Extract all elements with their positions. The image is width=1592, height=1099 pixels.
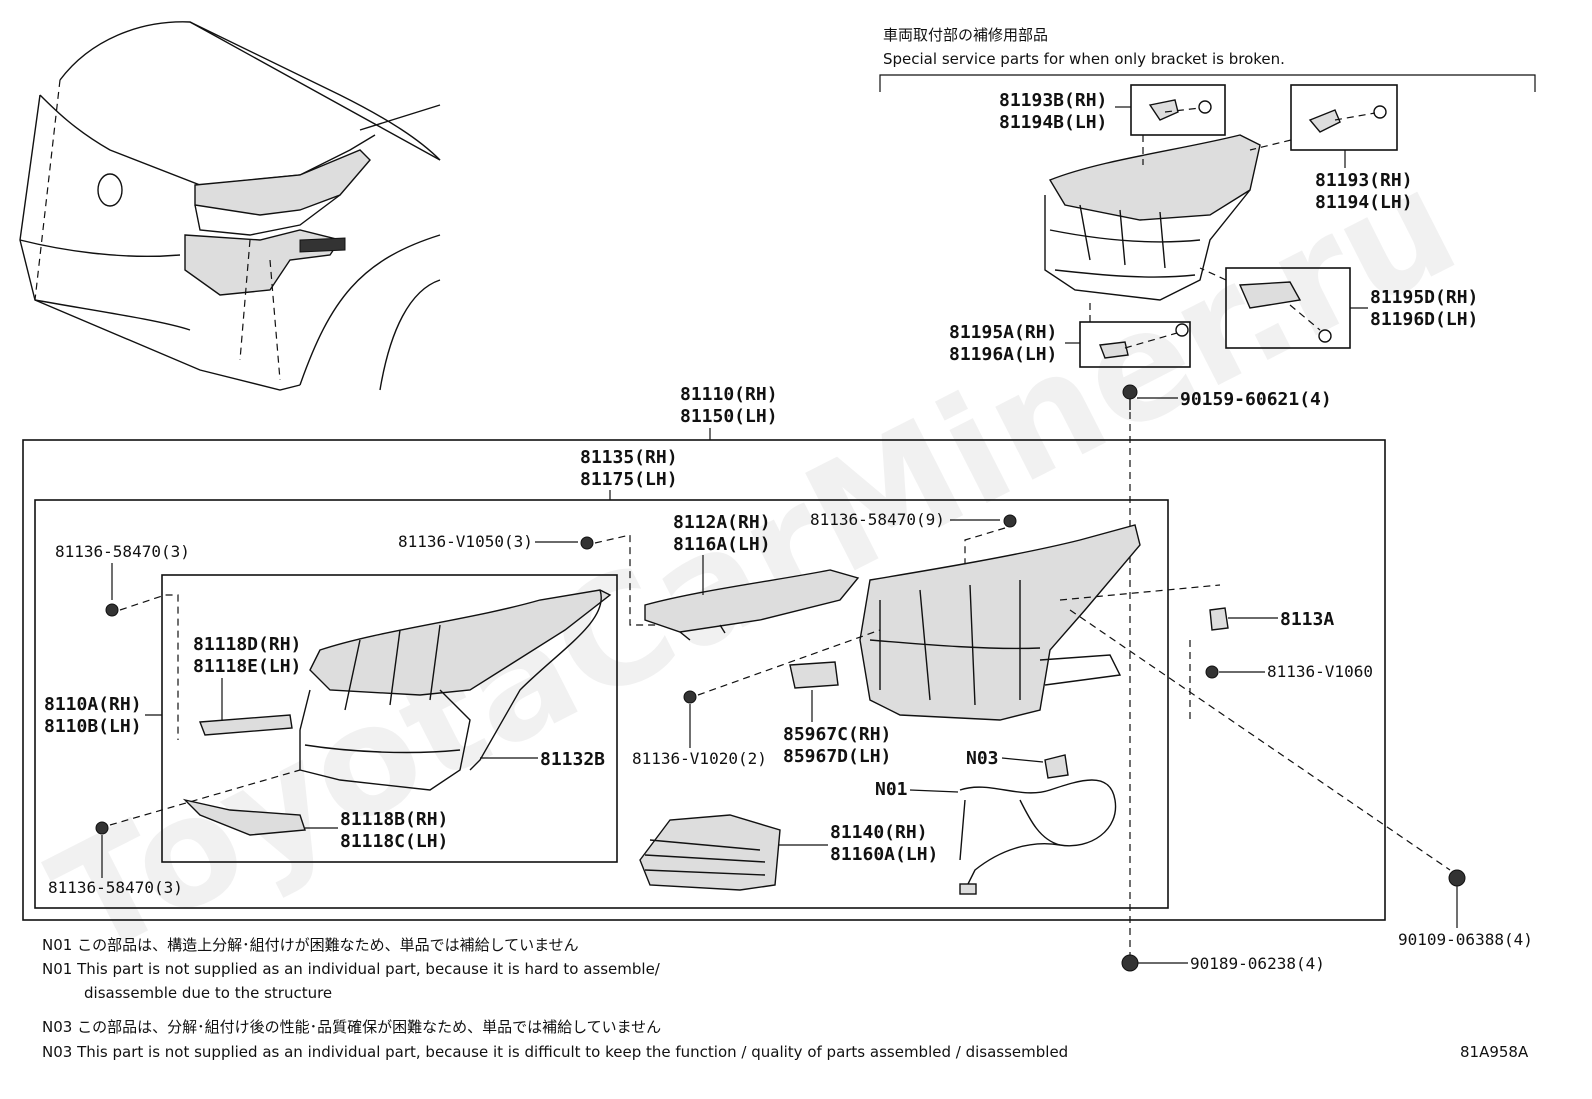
label-8112a: 8112A(RH) <box>673 512 771 533</box>
part-n01-wiring-harness <box>959 779 1117 895</box>
part-n03-connector <box>1044 754 1069 779</box>
service-parts-header-en: Special service parts for when only brac… <box>883 50 1285 68</box>
label-n03: N03 <box>966 748 999 769</box>
note-n01-jp: N01 この部品は、構造上分解･組付けが困難なため、単品では補給していません <box>42 936 579 954</box>
bolt-81136-58470-bottom-icon <box>95 821 109 835</box>
label-81136-v1050: 81136-V1050(3) <box>398 532 533 551</box>
label-81175: 81175(LH) <box>580 469 678 490</box>
service-parts-bracket <box>879 74 1536 92</box>
label-85967d: 85967D(LH) <box>783 746 891 767</box>
box-81193b <box>1130 84 1226 136</box>
label-n01: N01 <box>875 779 908 800</box>
bolt-90159-icon <box>1122 384 1138 400</box>
label-90109: 90109-06388(4) <box>1398 930 1533 949</box>
label-90159: 90159-60621(4) <box>1180 389 1332 410</box>
label-81136-58470-3-top: 81136-58470(3) <box>55 542 190 561</box>
nut-90109-icon <box>1448 869 1466 887</box>
label-81195a: 81195A(RH) <box>949 322 1057 343</box>
figure-code: 81A958A <box>1460 1043 1529 1061</box>
box-8110a-assembly <box>161 574 618 863</box>
bolt-81136-58470-top-icon <box>105 603 119 617</box>
bolt-81136-v1050-icon <box>580 536 594 550</box>
label-8116a: 8116A(LH) <box>673 534 771 555</box>
service-parts-header-jp: 車両取付部の補修用部品 <box>883 26 1048 44</box>
label-81136-58470-9: 81136-58470(9) <box>810 510 945 529</box>
label-81118e: 81118E(LH) <box>193 656 301 677</box>
bolt-81136-v1020-icon <box>683 690 697 704</box>
part-81140-lamp-unit <box>639 814 781 891</box>
note-n03-en: N03 This part is not supplied as an indi… <box>42 1043 1068 1061</box>
part-headlamp-housing <box>859 524 1141 721</box>
headlamp-lens-part <box>299 589 612 791</box>
label-81135: 81135(RH) <box>580 447 678 468</box>
nut-90189-icon <box>1121 954 1139 972</box>
label-81140: 81140(RH) <box>830 822 928 843</box>
label-90189: 90189-06238(4) <box>1190 954 1325 973</box>
label-81132b: 81132B <box>540 749 605 770</box>
label-81118c: 81118C(LH) <box>340 831 448 852</box>
bolt-81136-58470-9-icon <box>1003 514 1017 528</box>
box-81135-assembly <box>34 499 1169 909</box>
label-81118d: 81118D(RH) <box>193 634 301 655</box>
box-81110-assembly <box>22 439 1386 921</box>
label-8110b: 8110B(LH) <box>44 716 142 737</box>
label-81136-58470-3-bottom: 81136-58470(3) <box>48 878 183 897</box>
label-81118b: 81118B(RH) <box>340 809 448 830</box>
label-81136-v1020: 81136-V1020(2) <box>632 749 767 768</box>
label-81136-v1060: 81136-V1060 <box>1267 662 1373 681</box>
label-81193b: 81193B(RH) <box>999 90 1107 111</box>
label-81193: 81193(RH) <box>1315 170 1413 191</box>
label-81194: 81194(LH) <box>1315 192 1413 213</box>
headlamp-assembly-top <box>1044 134 1261 301</box>
label-81196a: 81196A(LH) <box>949 344 1057 365</box>
label-81196d: 81196D(LH) <box>1370 309 1478 330</box>
label-81194b: 81194B(LH) <box>999 112 1107 133</box>
bolt-81136-v1060-icon <box>1205 665 1219 679</box>
note-n03-jp: N03 この部品は、分解･組付け後の性能･品質確保が困難なため、単品では補給して… <box>42 1018 661 1036</box>
part-85967c <box>789 661 839 689</box>
label-8110a: 8110A(RH) <box>44 694 142 715</box>
label-8113a: 8113A <box>1280 609 1334 630</box>
note-n01-en-line1: N01 This part is not supplied as an indi… <box>42 960 661 978</box>
vehicle-front-illustration <box>19 21 441 391</box>
part-8113a <box>1209 607 1229 631</box>
label-81195d: 81195D(RH) <box>1370 287 1478 308</box>
box-81193 <box>1290 84 1398 151</box>
note-n01-en-line2: disassemble due to the structure <box>84 984 332 1002</box>
label-81160a: 81160A(LH) <box>830 844 938 865</box>
part-81118b <box>182 798 306 836</box>
box-81195a <box>1079 321 1191 368</box>
label-85967c: 85967C(RH) <box>783 724 891 745</box>
label-81150: 81150(LH) <box>680 406 778 427</box>
label-81110: 81110(RH) <box>680 384 778 405</box>
part-81118d <box>199 714 293 736</box>
part-8112a-garnish <box>644 569 860 641</box>
